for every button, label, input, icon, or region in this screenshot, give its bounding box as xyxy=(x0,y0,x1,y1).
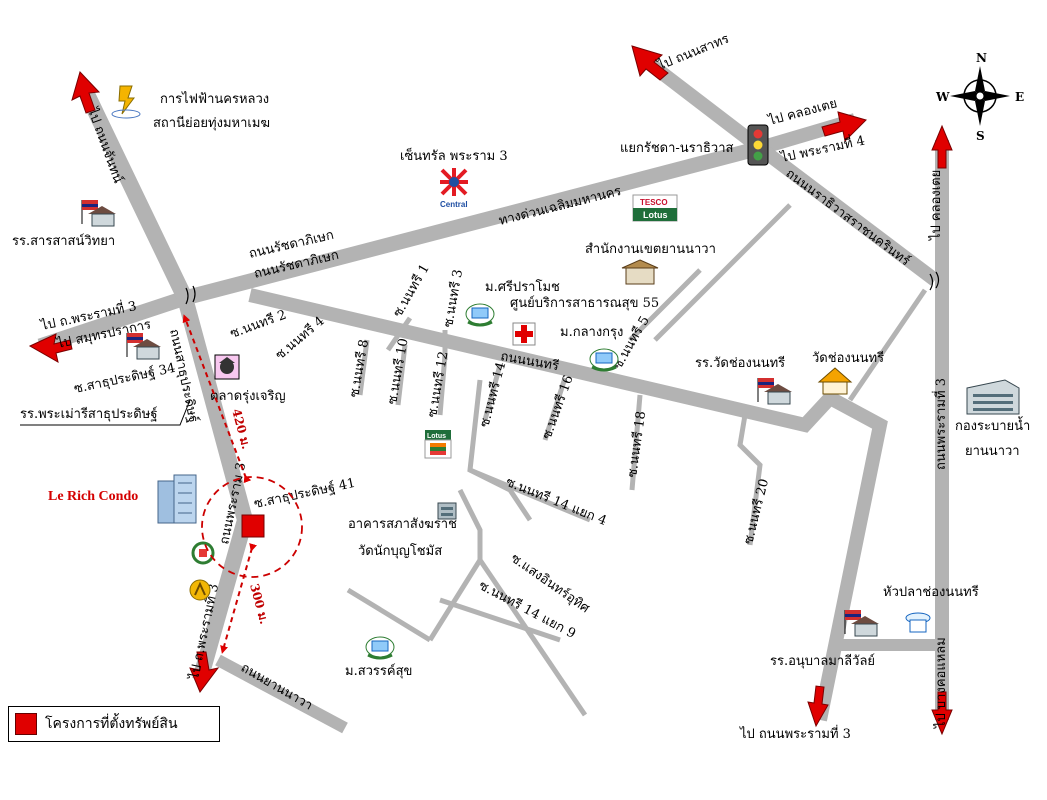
convenience-store-icon xyxy=(424,430,452,459)
label-to-bangkholaem: ไป บางคอแหลม xyxy=(933,637,949,729)
shrine-icon xyxy=(905,612,931,633)
market-label: ตลาดรุ่งเจริญ xyxy=(210,389,286,404)
compass-e: E xyxy=(1015,90,1024,104)
school-icon xyxy=(126,333,161,360)
yannawa-office-label: สำนักงานเขตยานนาวา xyxy=(585,242,716,257)
label-to-sathorn: ไป ถนนสาทร xyxy=(655,31,732,74)
sripatum-label: ม.ศรีปราโมช xyxy=(485,279,560,295)
soi-label: ซ.นนทรี 8 xyxy=(346,338,372,399)
soi-label: ซ.นนทรี 20 xyxy=(740,477,772,546)
road-label-narathiwat: ถนนนราธิวาสราชนครินทร์ xyxy=(783,165,914,269)
office-building-icon xyxy=(966,379,1020,415)
soi-label: ซ.นนทรี 16 xyxy=(539,373,577,441)
arrow-rama3-bottom xyxy=(807,685,829,728)
soi-label: ซ.นนทรี 3 xyxy=(440,268,466,329)
junction-breaks xyxy=(185,271,940,305)
egat-icon xyxy=(111,85,141,119)
road-nonsi xyxy=(248,288,888,722)
sarasas-label: รร.สารสาสน์วิทยา xyxy=(12,233,115,249)
compass-s: S xyxy=(976,129,985,143)
wat-school-label: รร.วัดช่องนนทรี xyxy=(695,355,785,371)
gas-station-icon xyxy=(191,541,215,565)
soi-label: ซ.นนทรี 1 xyxy=(390,261,433,320)
map-legend: โครงการที่ตั้งทรัพย์สิน xyxy=(8,706,220,742)
le-rich-label: Le Rich Condo xyxy=(48,489,138,504)
anuban-label: รร.อนุบาลมาลีวัลย์ xyxy=(770,653,875,669)
property-marker xyxy=(241,514,265,538)
arrow-rama3-bottom-left xyxy=(189,651,220,693)
soi-label: ซ.นนทรี 12 xyxy=(424,350,451,419)
compass-n: N xyxy=(976,51,987,65)
label-to-rama3-bottom: ไป ถนนพระรามที่ 3 xyxy=(739,725,851,742)
university-icon xyxy=(589,348,619,372)
legend-swatch xyxy=(15,713,37,735)
school-icon xyxy=(81,200,116,227)
tesco-logo-text: TESCO xyxy=(640,198,668,207)
phramae-school-label: รร.พระเม่ารีสาธุประดิษฐ์ xyxy=(20,406,158,422)
drain-dept-label: กองระบายน้ำ xyxy=(955,416,1030,434)
wat-nak-label: วัดนักบุญโชมัส xyxy=(358,543,442,559)
arrow-bangkholaem xyxy=(931,691,953,736)
government-building-icon xyxy=(621,259,659,285)
wat-label: วัดช่องนนทรี xyxy=(812,350,884,366)
road-label-nonsi: ถนนนนทรี xyxy=(499,348,560,374)
central-logo-icon xyxy=(440,168,468,196)
bank-icon xyxy=(189,579,211,601)
distance-arrow-north xyxy=(182,314,252,484)
huaplah-label: หัวปลาช่องนนทรี xyxy=(883,584,979,600)
arrow-khlongtoei-top xyxy=(821,111,867,143)
road-yannawa-side xyxy=(653,203,792,342)
soi-label: ซ.สาธุประดิษฐ์ 34 xyxy=(73,360,177,397)
lotus-express-text: Lotus xyxy=(427,433,446,440)
hospital-icon xyxy=(512,322,536,346)
soi-label: ซ.นนทรี 14 xyxy=(476,360,509,429)
soi-labels: ซ.นนทรี 2 ซ.นนทรี 4 ซ.นนทรี 1 ซ.นนทรี 3 … xyxy=(73,261,773,642)
school-icon xyxy=(757,378,792,405)
label-rama3-right: ถนนพระรามที่ 3 xyxy=(932,378,949,470)
road-yannawa xyxy=(215,654,348,734)
condo-building-icon xyxy=(157,474,197,524)
road-label-yannawa: ถนนยานนาวา xyxy=(238,660,315,713)
sawan-label: ม.สวรรค์สุข xyxy=(345,663,412,679)
arrow-sathorn xyxy=(631,45,669,81)
distance-south-label: 300 ม. xyxy=(247,582,271,626)
traffic-light-icon xyxy=(747,124,769,166)
market-icon xyxy=(214,354,240,380)
university-icon xyxy=(365,636,395,660)
drain-dept-label-2: ยานนาวา xyxy=(965,444,1020,459)
soi-label: ซ.สาธุประดิษฐ์ 41 xyxy=(253,475,357,512)
compass-icon xyxy=(950,66,1010,126)
arrow-rama3-top-right xyxy=(931,124,953,169)
compass-w: W xyxy=(935,90,950,104)
temple-icon xyxy=(817,367,853,395)
arrow-samutprakan xyxy=(28,333,73,363)
office-building-icon xyxy=(437,502,457,520)
school-icon xyxy=(844,610,879,637)
tesco-lotus-icon xyxy=(632,194,678,222)
building-a-label: อาคารสภาสังฆราช xyxy=(348,517,457,532)
direction-arrows xyxy=(28,45,953,736)
bangkok-uni-label: ม.กลางกรุง xyxy=(560,325,623,340)
legend-label: โครงการที่ตั้งทรัพย์สิน xyxy=(45,716,178,732)
health-center-label: ศูนย์บริการสาธารณสุข 55 xyxy=(510,295,659,311)
junction-label: แยกรัชดา-นราธิวาส xyxy=(620,141,734,156)
road-narathiwat xyxy=(755,142,940,286)
university-icon xyxy=(465,303,495,327)
label-to-khlongtoei-right: ไป คลองเตย xyxy=(928,170,944,241)
lotus-logo-text: Lotus xyxy=(643,210,668,220)
soi-label: ซ.นนทรี 2 xyxy=(228,307,289,342)
egat-label-2: สถานีย่อยทุ่งมหาเมฆ xyxy=(153,115,270,131)
soi-label: ซ.นนทรี 18 xyxy=(624,410,649,479)
central-logo-text: Central xyxy=(440,200,468,209)
egat-label: การไฟฟ้านครหลวง xyxy=(160,91,269,107)
road-wat-link xyxy=(847,288,928,402)
central-label: เซ็นทรัล พระราม 3 xyxy=(400,146,508,164)
arrow-chan xyxy=(71,71,101,114)
